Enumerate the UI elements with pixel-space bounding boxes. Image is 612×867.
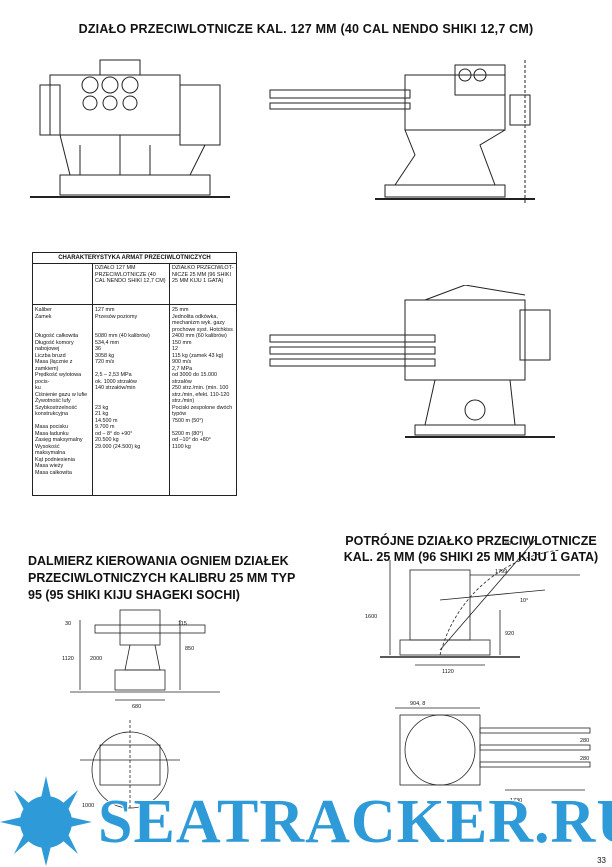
page-number: 33 [597, 856, 606, 865]
dim-1730: 1730 [510, 798, 522, 804]
triple-gun-title-line2: KAL. 25 MM (96 SHIKI 25 MM KIJU 1 GATA) [343, 550, 599, 564]
rf-dim-1000: 1000 [82, 803, 94, 809]
rf-dim-115: 115 [178, 621, 187, 627]
rangefinder-side-drawing: 30 115 1120 2000 850 680 [62, 609, 220, 710]
rangefinder-title: DALMIERZ KIEROWANIA OGNIEM DZIAŁEK PRZEC… [28, 553, 328, 604]
dim-280a: 280 [580, 738, 589, 744]
dim-1799: 1799 [495, 569, 507, 575]
table-body: Kaliber Zamek Długość całkowita Długość … [33, 305, 236, 495]
table-header: DZIAŁO 127 MM PRZECIWLOTNICZE (40 CAL NE… [33, 264, 236, 305]
triple-gun-title-line1: POTRÓJNE DZIAŁKO PRZECIWLOTNICZE [345, 534, 597, 548]
gun-25-top-view: 904, 8 280 280 1730 [395, 701, 591, 804]
rangefinder-title-line2: PRZECIWLOTNICZYCH KALIBRU 25 MM TYP [28, 571, 296, 585]
row-labels: Kaliber Zamek Długość całkowita Długość … [33, 305, 93, 495]
gun-25-elevation-diagram: 80° 1799 10° 1600 920 1120 [365, 539, 580, 675]
rangefinder-title-line1: DALMIERZ KIEROWANIA OGNIEM DZIAŁEK [28, 554, 289, 568]
gun-127-side-drawing [269, 60, 535, 205]
col2-values: 25 mm Jednolita odkówka, mechanizm wyk. … [172, 307, 233, 450]
dim-10deg: 10° [520, 598, 528, 604]
gun-127-front-drawing [30, 59, 230, 198]
watermark: SEATRACKER.RU [0, 776, 612, 866]
dim-1120-bottom: 1120 [442, 669, 454, 675]
rf-dim-2000: 2000 [90, 656, 102, 662]
characteristics-table: CHARAKTERYSTYKA ARMAT PRZECIWLOTNICZYCH … [32, 252, 237, 496]
dim-904: 904, 8 [410, 701, 425, 707]
gun-25-triple-side-drawing [269, 285, 555, 438]
watermark-text: SEATRACKER.RU [98, 788, 612, 856]
table-title: CHARAKTERYSTYKA ARMAT PRZECIWLOTNICZYCH [33, 253, 236, 264]
rangefinder-top-drawing: 1000 [80, 720, 180, 809]
dim-1600: 1600 [365, 614, 377, 620]
triple-gun-title: POTRÓJNE DZIAŁKO PRZECIWLOTNICZE KAL. 25… [330, 533, 612, 565]
col2-header: DZIAŁKO PRZECIWLOT-NICZE 25 MM (96 SHIKI… [172, 265, 234, 284]
dim-920: 920 [505, 631, 514, 637]
main-title: DZIAŁO PRZECIWLOTNICZE KAL. 127 MM (40 C… [78, 22, 534, 36]
col1-header: DZIAŁO 127 MM PRZECIWLOTNICZE (40 CAL NE… [93, 264, 170, 304]
rf-dim-680: 680 [132, 704, 141, 710]
dim-280b: 280 [580, 756, 589, 762]
dim-80deg: 80° [505, 541, 513, 547]
rf-dim-30: 30 [65, 621, 71, 627]
rangefinder-title-line3: 95 (95 SHIKI KIJU SHAGEKI SOCHI) [28, 588, 240, 602]
col1-values: 127 mm Przesów poziomy 5080 mm (40 kalib… [93, 305, 170, 495]
rf-dim-1120: 1120 [62, 656, 74, 662]
rf-dim-850: 850 [185, 646, 194, 652]
